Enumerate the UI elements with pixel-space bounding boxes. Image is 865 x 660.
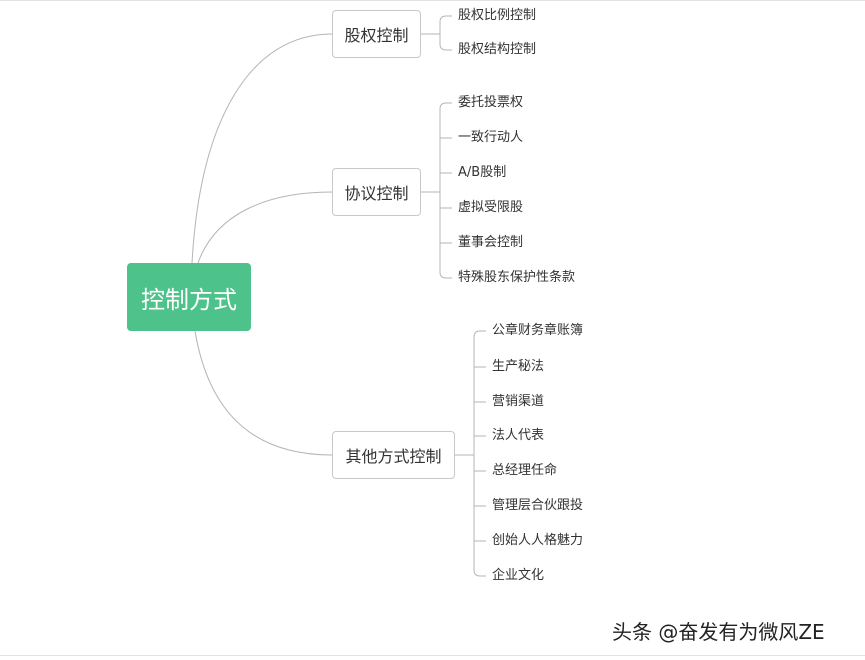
leaf-node[interactable]: 生产秘法 [492, 359, 545, 374]
branch-node-other-control[interactable]: 其他方式控制 [332, 431, 455, 479]
branch-node-label: 协议控制 [344, 184, 409, 203]
branch-node-label: 股权控制 [344, 26, 409, 45]
leaf-node[interactable]: 董事会控制 [458, 235, 524, 250]
leaf-node[interactable]: 创始人人格魅力 [492, 533, 584, 548]
branch-node-agreement-control[interactable]: 协议控制 [332, 168, 421, 216]
root-node[interactable]: 控制方式 [127, 263, 251, 331]
leaf-node[interactable]: 管理层合伙跟投 [492, 498, 584, 513]
leaf-node[interactable]: 营销渠道 [492, 394, 545, 409]
root-node-label: 控制方式 [141, 285, 237, 314]
bottom-divider [0, 655, 865, 656]
leaf-node[interactable]: 公章财务章账簿 [492, 323, 584, 338]
top-divider [0, 0, 865, 1]
leaf-node[interactable]: 一致行动人 [458, 130, 524, 145]
watermark-text: 头条 @奋发有为微风ZE [612, 620, 825, 644]
leaf-node[interactable]: 特殊股东保护性条款 [458, 270, 576, 285]
leaf-node[interactable]: 法人代表 [492, 428, 545, 443]
root-to-branch-2-link [197, 191, 333, 264]
leaf-node[interactable]: 虚拟受限股 [458, 200, 524, 215]
leaf-node[interactable]: 企业文化 [492, 568, 545, 583]
branch-2-bracket [421, 102, 452, 279]
branch-node-equity-control[interactable]: 股权控制 [332, 10, 421, 58]
leaf-node[interactable]: 委托投票权 [458, 95, 524, 110]
branch-node-label: 其他方式控制 [345, 447, 442, 466]
branch-1-bracket [421, 15, 452, 51]
leaf-node[interactable]: 股权比例控制 [458, 8, 537, 23]
leaf-node[interactable]: 股权结构控制 [458, 42, 537, 57]
leaf-node[interactable]: A/B股制 [458, 165, 507, 180]
root-to-branch-3-link [194, 330, 333, 456]
leaf-node[interactable]: 总经理任命 [492, 463, 558, 478]
root-to-branch-1-link [191, 33, 333, 264]
branch-3-bracket [455, 330, 486, 577]
